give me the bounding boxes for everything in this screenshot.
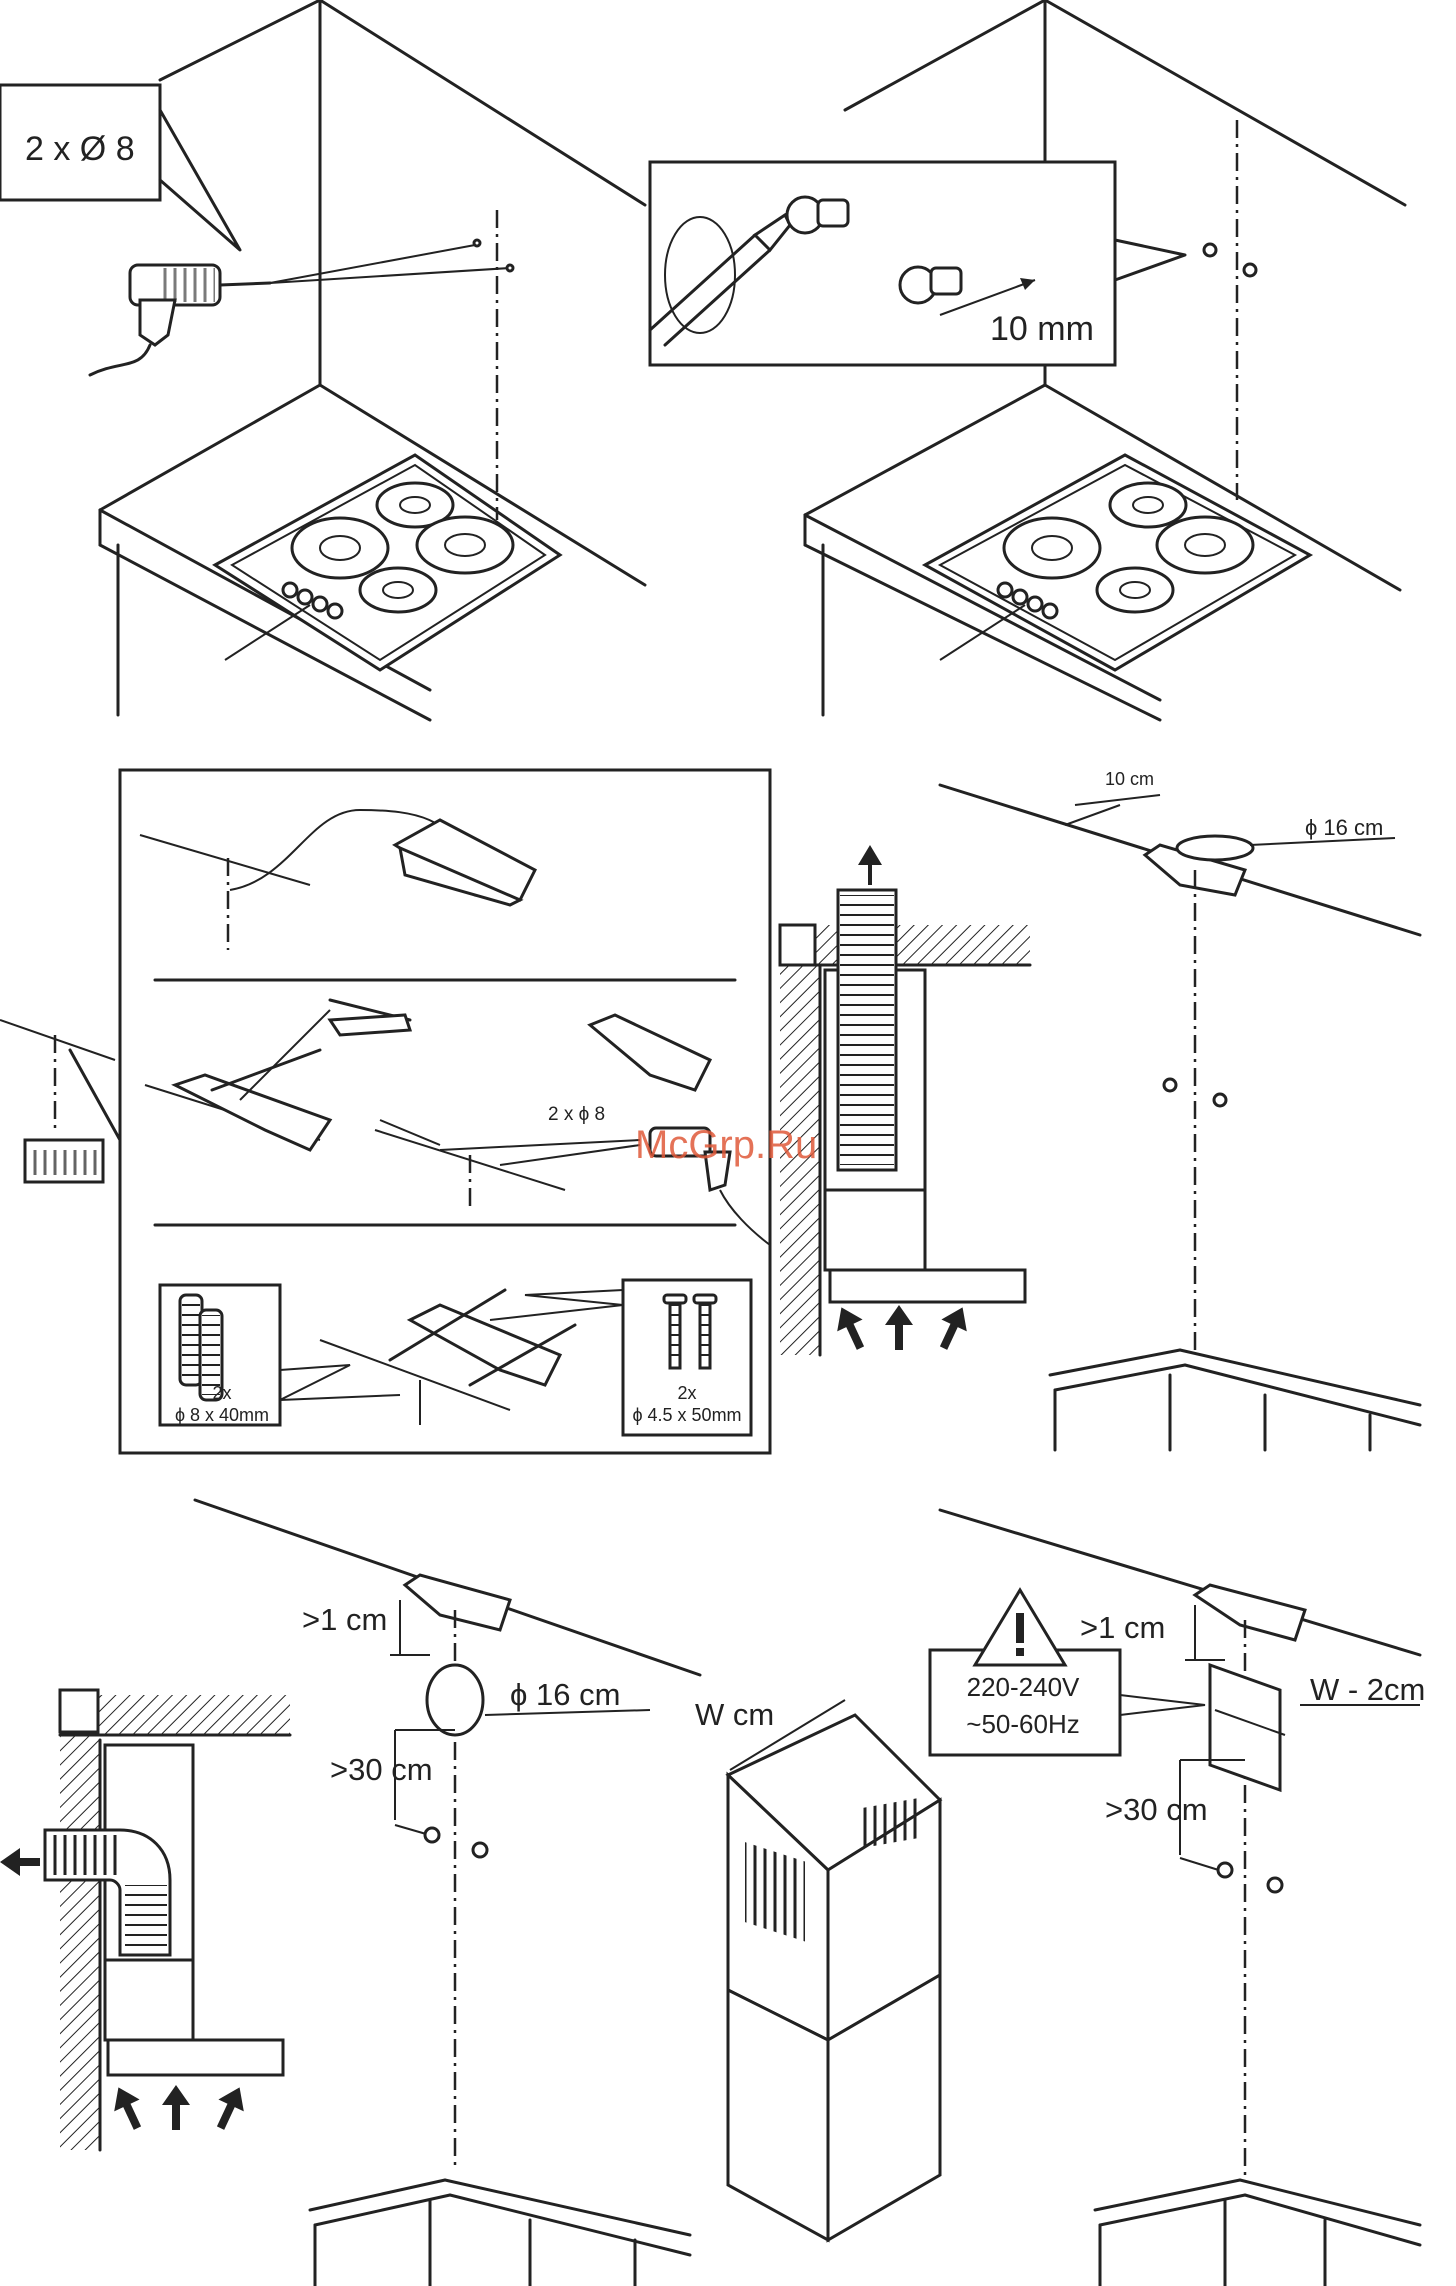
d16-large-label: ϕ 16 cm [510, 1677, 620, 1712]
panel-ceiling-small: 10 cm ϕ 16 cm [940, 769, 1420, 1450]
plugs-spec-label: ϕ 8 x 40mm [175, 1405, 269, 1425]
dim-d16-small-label: ϕ 16 cm [1305, 815, 1383, 840]
w-minus-label: W - 2cm [1310, 1672, 1425, 1707]
gt1-left-label: >1 cm [302, 1602, 387, 1637]
screws-qty-label: 2x [677, 1383, 696, 1403]
panel-drill-wall: 2 x Ø 8 [0, 0, 645, 720]
drill-2x8-label: 2 x ϕ 8 [548, 1104, 605, 1125]
air-flow-arrow-icon [829, 1301, 976, 1354]
gt30-right-label: >30 cm [1105, 1792, 1208, 1827]
panel-duct-up [780, 845, 1030, 1355]
drill-icon [90, 240, 513, 375]
screw-gap-label: 10 mm [990, 310, 1094, 348]
panel-duct-clearance: >1 cm ϕ 16 cm >30 cm [195, 1500, 700, 2286]
panel-chimney-bracket: >1 cm W - 2cm 220-240V ~50-60Hz >30 cm [930, 1510, 1425, 2286]
air-flow-arrow-icon [106, 2081, 253, 2134]
drill-spec-label: 2 x Ø 8 [25, 130, 135, 168]
panel-screws: 10 mm [650, 0, 1405, 720]
voltage-label: 220-240V [967, 1672, 1080, 1702]
hob-2 [925, 455, 1310, 670]
w-cm-label: W cm [695, 1697, 774, 1732]
gt30-left-label: >30 cm [330, 1752, 433, 1787]
gt1-right-label: >1 cm [1080, 1610, 1165, 1645]
hob [215, 455, 560, 670]
watermark: McGrp.Ru [635, 1123, 817, 1167]
freq-label: ~50-60Hz [966, 1709, 1079, 1739]
screws-spec-label: ϕ 4.5 x 50mm [632, 1405, 741, 1425]
panel-bracket-detail: 2 x ϕ 8 2x ϕ 8 x 40mm 2x ϕ 4.5 x 50mm [0, 770, 770, 1453]
panel-chimney: W cm [695, 1697, 940, 2240]
dim-10cm-label: 10 cm [1105, 769, 1154, 789]
warning-triangle-icon [975, 1590, 1065, 1665]
plugs-qty-label: 2x [212, 1383, 231, 1403]
panel-duct-side [0, 1690, 290, 2150]
